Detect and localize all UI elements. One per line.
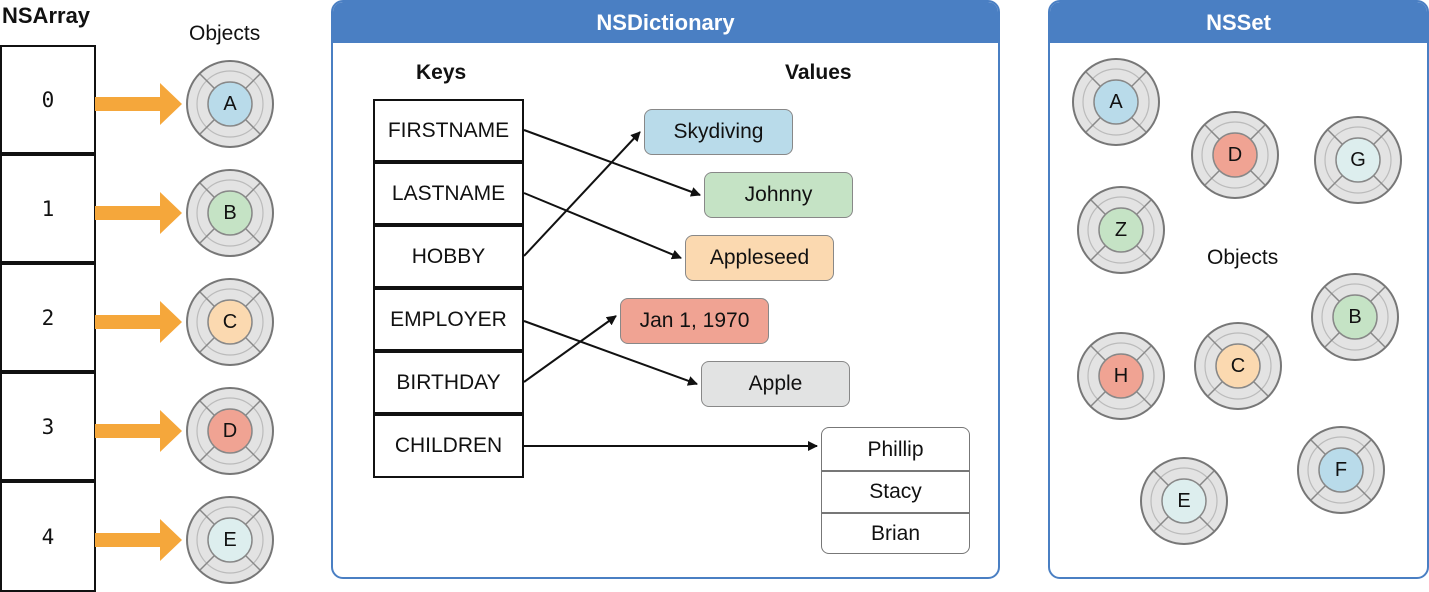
object-center <box>1093 79 1139 125</box>
array-object-e: E <box>185 495 275 585</box>
array-arrow-4 <box>95 519 182 561</box>
child-phillip: Phillip <box>867 438 924 461</box>
set-object-z: Z <box>1076 185 1166 275</box>
set-object-g: G <box>1313 115 1403 205</box>
children-divider <box>822 512 969 514</box>
key-employer: EMPLOYER <box>373 288 524 351</box>
object-letter: F <box>1334 458 1348 481</box>
children-list <box>821 427 970 554</box>
value-johnny: Johnny <box>704 172 853 218</box>
object-letter: D <box>222 419 238 442</box>
set-object-c: C <box>1193 321 1283 411</box>
object-center <box>207 299 253 345</box>
value-apple: Apple <box>701 361 850 407</box>
set-object-f: F <box>1296 425 1386 515</box>
object-center <box>1318 447 1364 493</box>
array-arrow-0 <box>95 83 182 125</box>
object-letter: B <box>223 201 237 224</box>
object-letter: A <box>223 92 237 115</box>
key-lastname: LASTNAME <box>373 162 524 225</box>
object-letter: E <box>223 528 237 551</box>
object-letter: B <box>1348 305 1362 328</box>
object-center <box>1212 132 1258 178</box>
object-letter: A <box>1109 90 1123 113</box>
set-object-h: H <box>1076 331 1166 421</box>
values-label: Values <box>785 61 852 84</box>
child-stacy: Stacy <box>869 480 922 503</box>
array-object-d: D <box>185 386 275 476</box>
keys-label: Keys <box>416 61 467 84</box>
array-object-b: B <box>185 168 275 258</box>
set-object-b: B <box>1310 272 1400 362</box>
key-firstname: FIRSTNAME <box>373 99 524 162</box>
array-index-1: 1 <box>0 154 96 263</box>
set-object-e: E <box>1139 456 1229 546</box>
object-letter: Z <box>1114 218 1128 241</box>
nsdictionary-title: NSDictionary <box>333 2 998 43</box>
object-letter: G <box>1350 148 1366 171</box>
nsset-objects-label: Objects <box>1207 246 1279 269</box>
value-appleseed: Appleseed <box>685 235 834 281</box>
array-arrow-1 <box>95 192 182 234</box>
object-center <box>1098 353 1144 399</box>
set-object-d: D <box>1190 110 1280 200</box>
object-letter: H <box>1113 364 1129 387</box>
array-arrow-2 <box>95 301 182 343</box>
object-center <box>1332 294 1378 340</box>
set-object-a: A <box>1071 57 1161 147</box>
key-children: CHILDREN <box>373 414 524 478</box>
nsarray-objects-label: Objects <box>189 22 261 45</box>
object-center <box>1161 478 1207 524</box>
object-letter: D <box>1227 143 1243 166</box>
children-divider <box>822 470 969 472</box>
object-center <box>1098 207 1144 253</box>
object-center <box>207 408 253 454</box>
array-object-c: C <box>185 277 275 367</box>
array-object-a: A <box>185 59 275 149</box>
child-brian: Brian <box>870 522 921 545</box>
object-center <box>1335 137 1381 183</box>
array-index-3: 3 <box>0 372 96 481</box>
object-center <box>207 517 253 563</box>
object-letter: E <box>1177 489 1191 512</box>
value-birthdate: Jan 1, 1970 <box>620 298 769 344</box>
value-skydiving: Skydiving <box>644 109 793 155</box>
key-birthday: BIRTHDAY <box>373 351 524 414</box>
array-index-0: 0 <box>0 45 96 154</box>
object-letter: C <box>1230 354 1246 377</box>
array-arrow-3 <box>95 410 182 452</box>
key-hobby: HOBBY <box>373 225 524 288</box>
nsset-title: NSSet <box>1050 2 1427 43</box>
object-center <box>207 190 253 236</box>
object-center <box>207 81 253 127</box>
array-index-2: 2 <box>0 263 96 372</box>
array-index-4: 4 <box>0 481 96 592</box>
nsarray-title: NSArray <box>2 3 91 28</box>
object-letter: C <box>222 310 238 333</box>
object-center <box>1215 343 1261 389</box>
